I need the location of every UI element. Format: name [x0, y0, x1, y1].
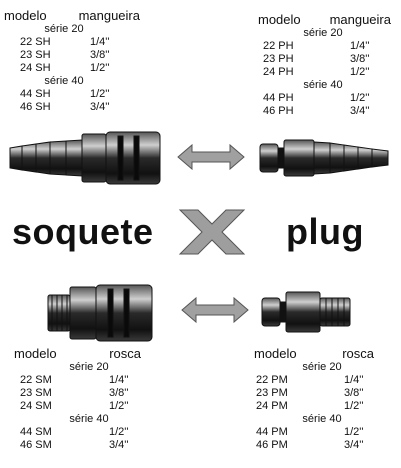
size-cell: 3/8'' — [350, 53, 370, 65]
plug-hose-barb-image — [259, 139, 389, 177]
model-cell: 22 PH — [263, 40, 294, 52]
table-row: 24 PH 1/2'' — [258, 66, 388, 79]
serie-label: série 20 — [303, 27, 343, 39]
table-row: 44 PM 1/2'' — [254, 426, 374, 439]
model-cell: 44 PH — [263, 92, 294, 104]
table-row: 44 SM 1/2'' — [14, 426, 140, 439]
size-cell: 3/8'' — [344, 387, 364, 399]
double-arrow-icon — [177, 143, 245, 171]
table-row: 23 PM 3/8'' — [254, 387, 374, 400]
size-cell: 1/4'' — [109, 374, 129, 386]
model-cell: 44 PM — [256, 426, 288, 438]
size-cell: 1/4'' — [90, 36, 110, 48]
cross-arrows-icon — [178, 209, 246, 255]
serie-label: série 40 — [44, 75, 84, 87]
size-cell: 1/2'' — [90, 88, 110, 100]
model-cell: 46 SH — [20, 101, 51, 113]
table-header: modelo rosca — [14, 346, 141, 361]
header-modelo: modelo — [258, 12, 301, 27]
table-top-right: modelo mangueira série 20 22 PH 1/4'' 23 … — [258, 12, 391, 118]
model-cell: 44 SM — [20, 426, 52, 438]
table-row: 22 PM 1/4'' — [254, 374, 374, 387]
size-cell: 1/2'' — [90, 62, 110, 74]
model-cell: 22 SM — [20, 374, 52, 386]
table-row: 24 SM 1/2'' — [14, 400, 140, 413]
table-header: modelo mangueira — [4, 8, 140, 23]
header-rosca: rosca — [109, 346, 141, 361]
size-cell: 1/4'' — [350, 40, 370, 52]
plug-label: plug — [286, 211, 364, 252]
socket-male-thread-image — [47, 284, 153, 342]
model-cell: 46 PM — [256, 439, 288, 451]
model-cell: 23 PM — [256, 387, 288, 399]
model-cell: 44 SH — [20, 88, 51, 100]
model-cell: 22 PM — [256, 374, 288, 386]
header-modelo: modelo — [4, 8, 47, 23]
serie-label: série 20 — [69, 361, 109, 373]
size-cell: 3/8'' — [90, 49, 110, 61]
table-header: modelo mangueira — [258, 12, 391, 27]
table-row: 22 SM 1/4'' — [14, 374, 140, 387]
model-cell: 46 SM — [20, 439, 52, 451]
serie-label: série 40 — [303, 79, 343, 91]
table-row: 44 SH 1/2'' — [14, 88, 114, 101]
model-cell: 24 PM — [256, 400, 288, 412]
table-row: 22 SH 1/4'' — [14, 36, 114, 49]
table-row: 23 PH 3/8'' — [258, 53, 388, 66]
table-row: 24 PM 1/2'' — [254, 400, 374, 413]
size-cell: 1/4'' — [344, 374, 364, 386]
header-modelo: modelo — [14, 346, 57, 361]
table-row: 46 SM 3/4'' — [14, 439, 140, 452]
table-bottom-left: modelo rosca série 20 22 SM 1/4'' 23 SM 3/… — [14, 346, 141, 452]
model-cell: 23 PH — [263, 53, 294, 65]
table-row: 46 SH 3/4'' — [14, 101, 114, 114]
table-top-left: modelo mangueira série 20 22 SH 1/4'' 23 … — [4, 8, 140, 114]
header-modelo: modelo — [254, 346, 297, 361]
size-cell: 1/2'' — [350, 66, 370, 78]
table-bottom-right: modelo rosca série 20 22 PM 1/4'' 23 PM 3/… — [254, 346, 374, 452]
socket-label: soquete — [12, 211, 154, 252]
table-row: 24 SH 1/2'' — [14, 62, 114, 75]
size-cell: 1/2'' — [344, 400, 364, 412]
size-cell: 1/2'' — [344, 426, 364, 438]
table-row: 44 PH 1/2'' — [258, 92, 388, 105]
table-row: 22 PH 1/4'' — [258, 40, 388, 53]
size-cell: 3/4'' — [344, 439, 364, 451]
double-arrow-icon — [181, 296, 249, 324]
table-row: 23 SH 3/8'' — [14, 49, 114, 62]
model-cell: 23 SH — [20, 49, 51, 61]
model-cell: 22 SH — [20, 36, 51, 48]
serie-label: série 40 — [69, 413, 109, 425]
table-row: 23 SM 3/8'' — [14, 387, 140, 400]
size-cell: 3/4'' — [350, 105, 370, 117]
model-cell: 24 SH — [20, 62, 51, 74]
table-header: modelo rosca — [254, 346, 374, 361]
model-cell: 24 PH — [263, 66, 294, 78]
size-cell: 3/4'' — [90, 101, 110, 113]
table-row: 46 PH 3/4'' — [258, 105, 388, 118]
header-mangueira: mangueira — [78, 8, 140, 23]
model-cell: 23 SM — [20, 387, 52, 399]
model-cell: 24 SM — [20, 400, 52, 412]
socket-hose-barb-image — [9, 131, 161, 185]
serie-label: série 20 — [44, 23, 84, 35]
size-cell: 3/8'' — [109, 387, 129, 399]
header-mangueira: mangueira — [329, 12, 391, 27]
table-row: 46 PM 3/4'' — [254, 439, 374, 452]
size-cell: 1/2'' — [350, 92, 370, 104]
serie-label: série 20 — [302, 361, 342, 373]
plug-male-thread-image — [261, 291, 351, 333]
model-cell: 46 PH — [263, 105, 294, 117]
size-cell: 1/2'' — [109, 400, 129, 412]
serie-label: série 40 — [302, 413, 342, 425]
size-cell: 1/2'' — [109, 426, 129, 438]
header-rosca: rosca — [342, 346, 374, 361]
size-cell: 3/4'' — [109, 439, 129, 451]
